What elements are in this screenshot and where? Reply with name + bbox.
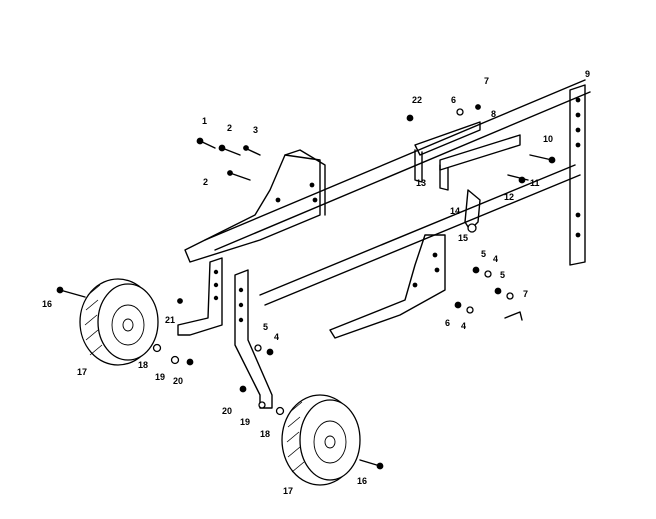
callout-18: 18 — [138, 360, 148, 370]
callout-22: 22 — [412, 95, 422, 105]
callout-11: 11 — [530, 178, 540, 188]
callout-7b: 7 — [523, 289, 528, 299]
callout-15: 15 — [458, 233, 468, 243]
frame-rod — [204, 79, 591, 306]
callout-1: 1 — [202, 116, 207, 126]
callout-16b: 16 — [357, 476, 367, 486]
left-bracket — [184, 149, 326, 263]
hardware — [56, 104, 556, 470]
callout-17: 17 — [77, 367, 87, 377]
callout-8: 8 — [491, 109, 496, 119]
callout-17b: 17 — [283, 486, 293, 496]
top-plates — [414, 121, 521, 191]
callout-10: 10 — [543, 134, 553, 144]
callout-labels: 1 2 2 3 4 4 4 5 5 5 6 6 7 7 8 9 10 11 12… — [42, 69, 590, 496]
callout-6: 6 — [451, 95, 456, 105]
callout-12: 12 — [504, 192, 514, 202]
callout-4: 4 — [274, 332, 279, 342]
callout-14: 14 — [450, 206, 460, 216]
callout-7: 7 — [484, 76, 489, 86]
vertical-strap — [569, 84, 586, 266]
callout-2: 2 — [227, 123, 232, 133]
callout-2b: 2 — [203, 177, 208, 187]
right-bracket — [329, 234, 446, 339]
callout-18b: 18 — [260, 429, 270, 439]
callout-6b: 6 — [445, 318, 450, 328]
callout-21: 21 — [165, 315, 175, 325]
callout-4c: 4 — [461, 321, 466, 331]
axle-leg-right — [234, 269, 273, 409]
callout-5c: 5 — [500, 270, 505, 280]
lock-pin — [464, 189, 481, 233]
callout-20b: 20 — [222, 406, 232, 416]
callout-19: 19 — [155, 372, 165, 382]
axle-leg-left — [177, 257, 223, 336]
callout-9: 9 — [585, 69, 590, 79]
wheel-bottom — [281, 394, 361, 486]
callout-3: 3 — [253, 125, 258, 135]
callout-16: 16 — [42, 299, 52, 309]
callout-13: 13 — [416, 178, 426, 188]
callout-19b: 19 — [240, 417, 250, 427]
callout-5: 5 — [263, 322, 268, 332]
callout-4b: 4 — [493, 254, 498, 264]
callout-20: 20 — [173, 376, 183, 386]
wheel-left — [79, 278, 159, 366]
callout-5b: 5 — [481, 249, 486, 259]
